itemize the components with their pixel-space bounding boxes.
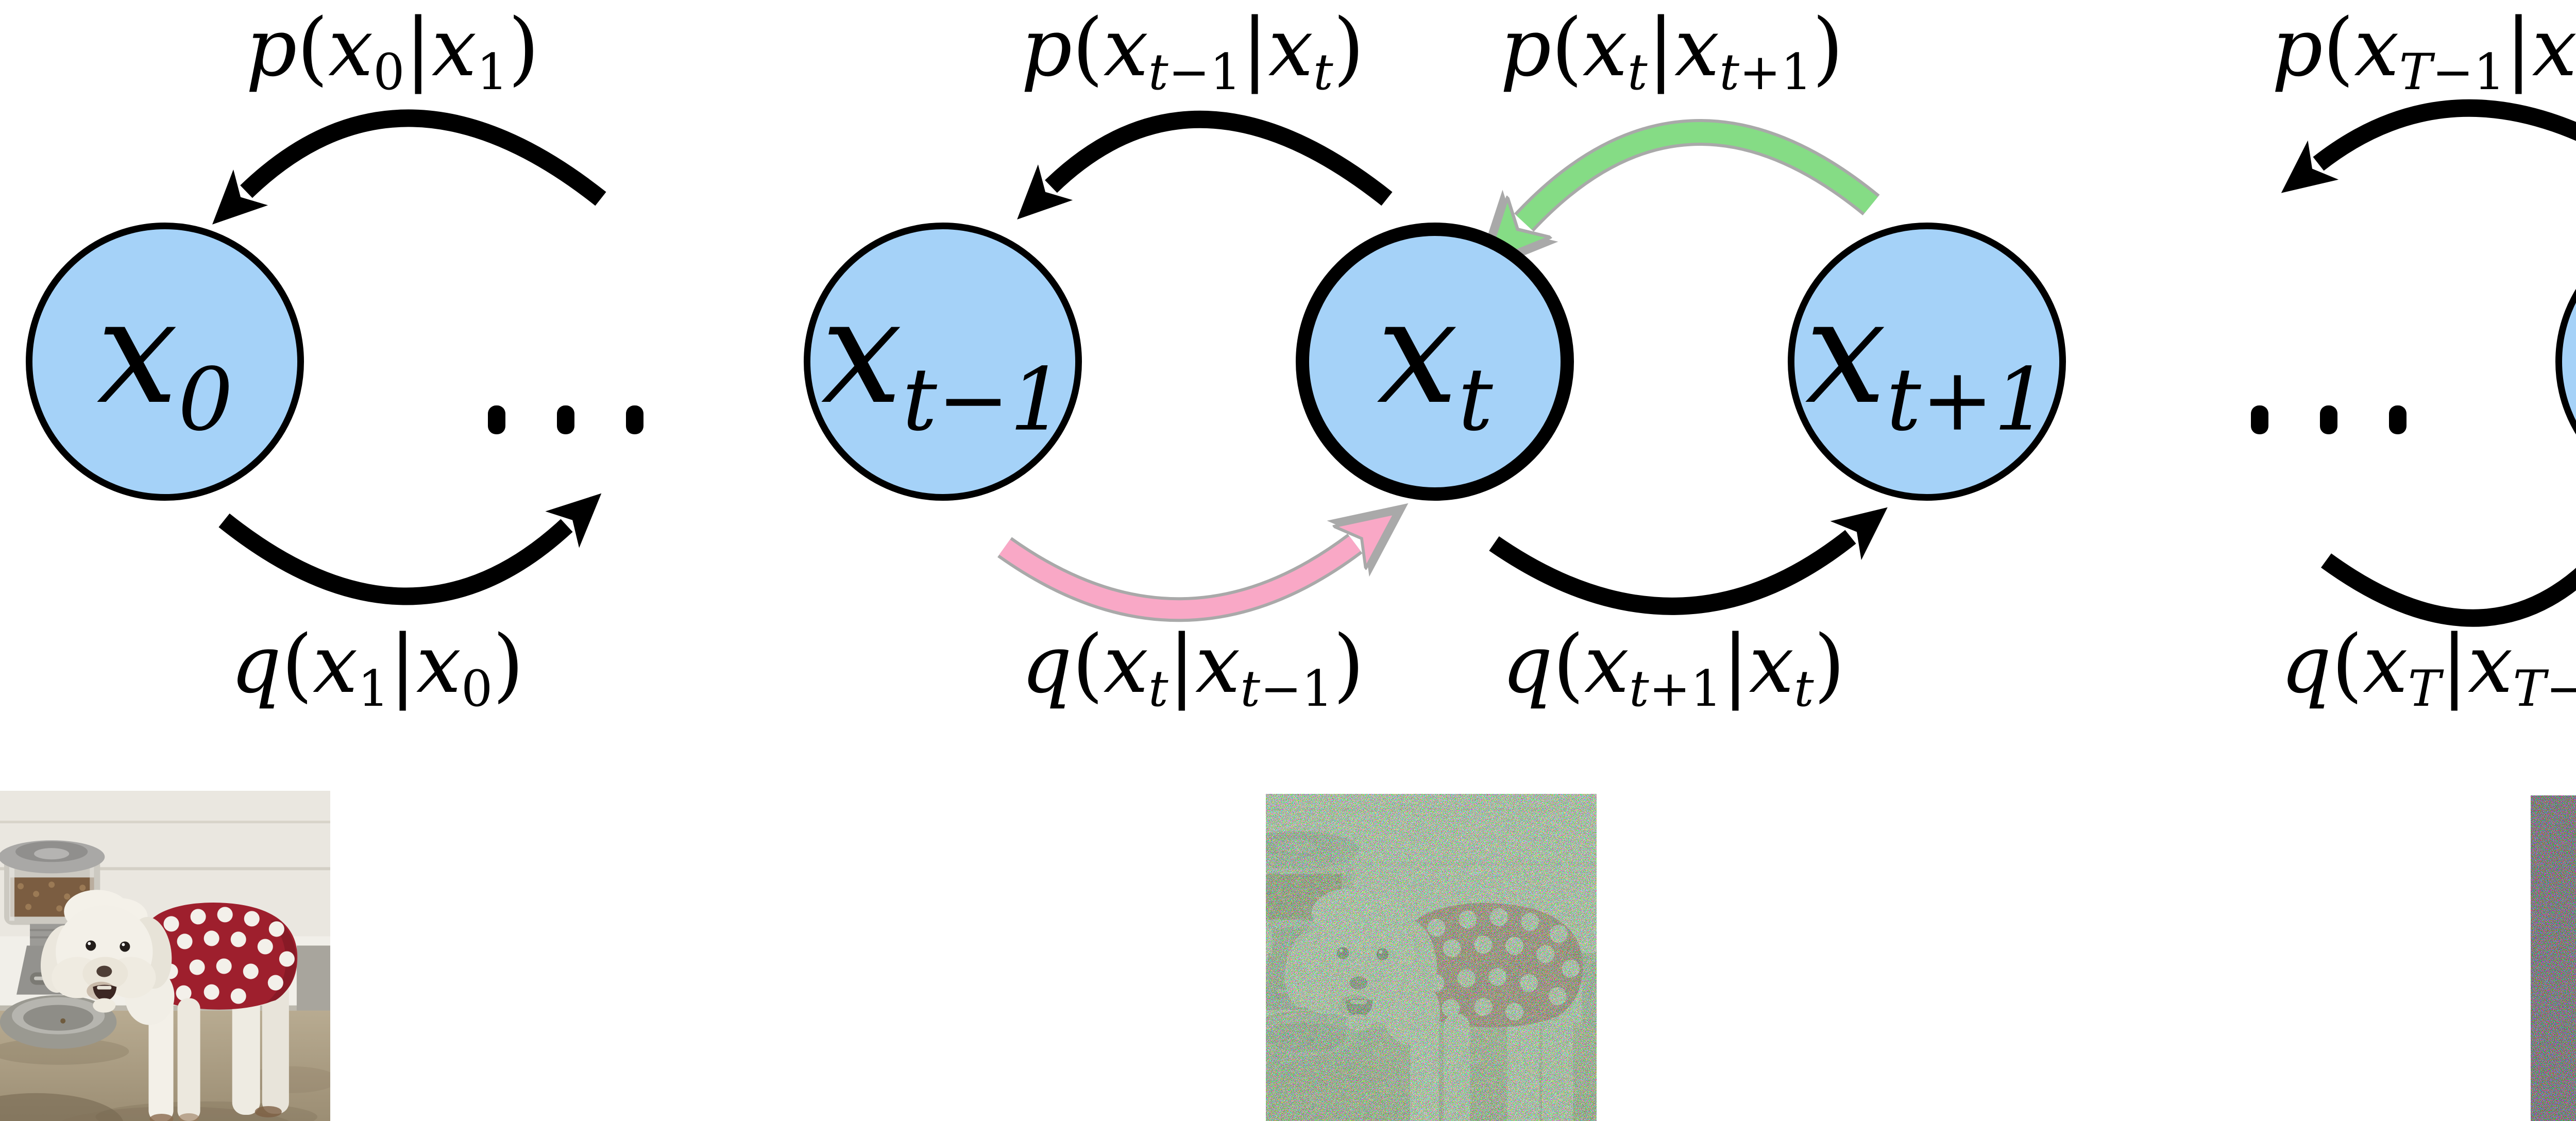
noise-photo	[2531, 795, 2576, 1121]
reverse-arrow-xt-to-xt-1	[1017, 110, 1393, 219]
node-xt+1: xt+1	[1788, 223, 2066, 501]
ellipsis-right	[2251, 405, 2406, 434]
reverse-arrow-xT-to-xT-1	[2281, 99, 2576, 193]
forward-arrow-xt-to-xt+1	[1489, 507, 1888, 615]
ellipsis-dot	[2320, 405, 2337, 434]
node-xt-label: xt	[1377, 268, 1493, 450]
ellipsis-dot	[2251, 405, 2268, 434]
label-q-xT-xT-1: q(xT|xT−1)	[2280, 618, 2576, 718]
label-p-xt-1-xt: p(xt−1|xt)	[1021, 1, 1365, 101]
forward-arrow-xt-1-to-xt	[999, 543, 1355, 619]
ellipsis-dot	[488, 405, 505, 434]
label-q-x1-x0: q(x1|x0)	[230, 618, 524, 718]
label-p-xT-1-xT: p(xT−1|xT)	[2272, 1, 2576, 101]
label-p-xt-xt+1: p(xt|xt+1)	[1500, 1, 1844, 101]
label-q-xt-xt-1: q(xt|xt−1)	[1021, 618, 1365, 718]
node-xt: xt	[1296, 223, 1574, 501]
dog-photo-noisy	[1266, 794, 1597, 1121]
forward-arrow-x0-to-x1	[218, 493, 602, 605]
ellipsis-dot	[626, 405, 643, 434]
node-xt-1: xt−1	[804, 223, 1082, 501]
dog-photo-original	[0, 791, 330, 1121]
ellipsis-dot	[557, 405, 574, 434]
node-xt+1-label: xt+1	[1805, 268, 2049, 450]
ellipsis-dot	[2389, 405, 2406, 434]
reverse-arrow-xt+1-to-xt	[1524, 122, 1878, 223]
forward-arrow-xT-1-to-xT	[2321, 553, 2576, 627]
label-q-xt+1-xt: q(xt+1|xt)	[1501, 618, 1845, 718]
ellipsis-left	[488, 405, 643, 434]
node-x0-label: x0	[96, 268, 233, 450]
node-xt-1-label: xt−1	[821, 268, 1065, 450]
reverse-arrow-x1-to-x0	[212, 109, 606, 225]
node-x0: x0	[26, 223, 304, 501]
label-p-x0-x1: p(x0|x1)	[246, 1, 539, 101]
